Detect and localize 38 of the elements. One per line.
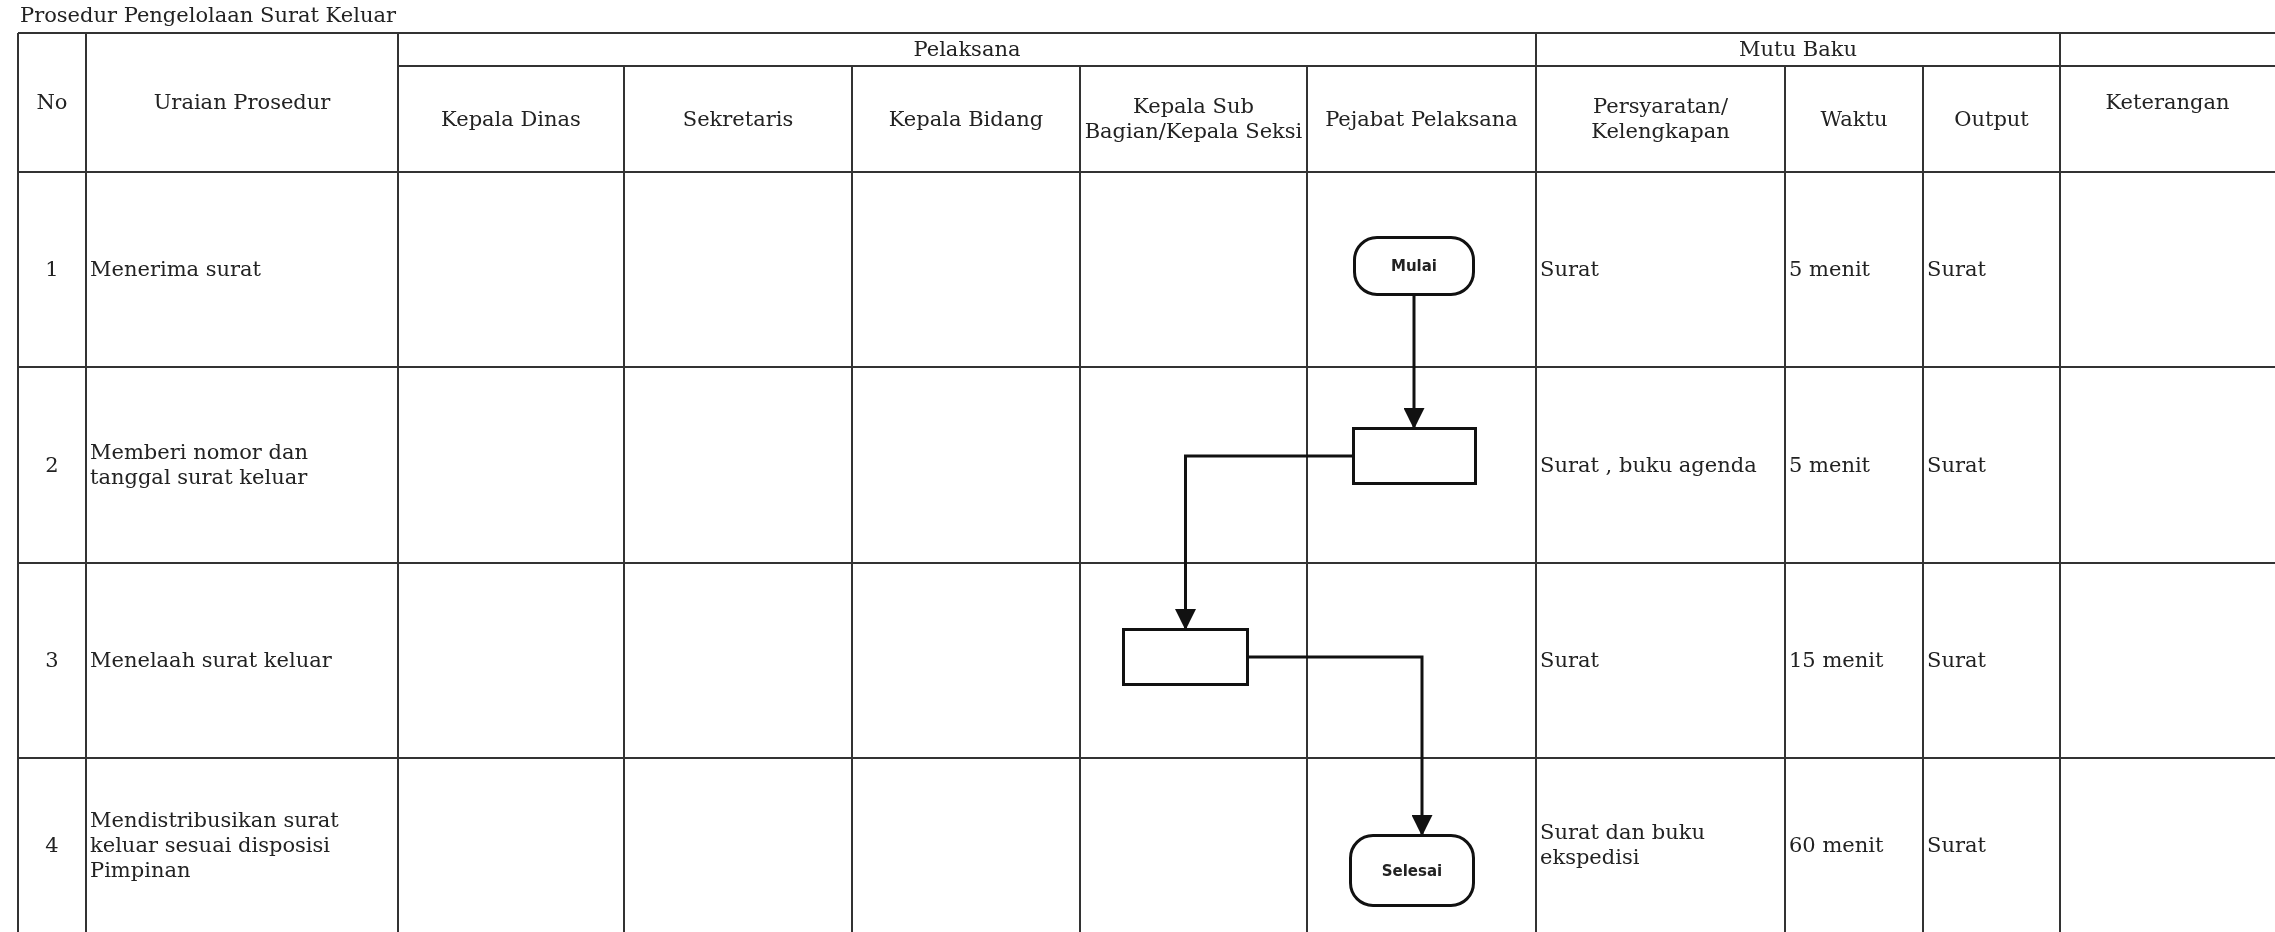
time-value: 15 menit xyxy=(1789,648,1884,673)
terminator: Selesai xyxy=(1349,834,1475,907)
terminator: Mulai xyxy=(1353,236,1475,296)
header-text: Pejabat Pelaksana xyxy=(1325,106,1518,132)
title: Prosedur Pengelolaan Surat Keluar xyxy=(20,2,396,28)
row-number: 1 xyxy=(45,257,59,282)
step-description: Mendistribusikan surat keluar sesuai disposisi Pimpinan xyxy=(90,807,340,883)
header-text: Kepala Dinas xyxy=(441,106,581,132)
process-box xyxy=(1122,628,1249,686)
header-text: Persyaratan/ Kelengkapan xyxy=(1590,94,1731,144)
header-text: Mutu Baku xyxy=(1739,37,1857,62)
output-text: Surat xyxy=(1927,832,1986,858)
time-value: 5 menit xyxy=(1789,452,1871,478)
header-text: Uraian Prosedur xyxy=(153,90,331,115)
header-text: Sekretaris xyxy=(682,106,794,132)
step-description: Menerima surat xyxy=(90,257,262,282)
header-text: Waktu xyxy=(1820,106,1888,132)
row-number: 2 xyxy=(45,452,59,478)
requirement-text: Surat dan buku ekspedisi xyxy=(1540,820,1706,870)
requirement-text: Surat xyxy=(1540,257,1599,282)
requirement-text: Surat xyxy=(1540,648,1599,673)
requirement-text: Surat , buku agenda xyxy=(1540,452,1757,478)
header-text: Keterangan xyxy=(2105,90,2230,115)
header-text: Kepala Sub Bagian/Kepala Seksi xyxy=(1084,94,1303,144)
header-text: Output xyxy=(1954,106,2029,132)
output-text: Surat xyxy=(1927,648,1986,673)
time-value: 5 menit xyxy=(1789,257,1871,282)
header-text: Pelaksana xyxy=(913,37,1021,62)
header-text: Kepala Bidang xyxy=(888,106,1044,132)
row-number: 3 xyxy=(45,648,59,673)
time-value: 60 menit xyxy=(1789,832,1884,858)
output-text: Surat xyxy=(1927,257,1986,282)
step-description: Memberi nomor dan tanggal surat keluar xyxy=(90,440,310,490)
header-text: No xyxy=(36,90,68,115)
row-number: 4 xyxy=(45,832,59,858)
process-box xyxy=(1352,427,1477,485)
output-text: Surat xyxy=(1927,452,1986,478)
step-description: Menelaah surat keluar xyxy=(90,648,332,673)
